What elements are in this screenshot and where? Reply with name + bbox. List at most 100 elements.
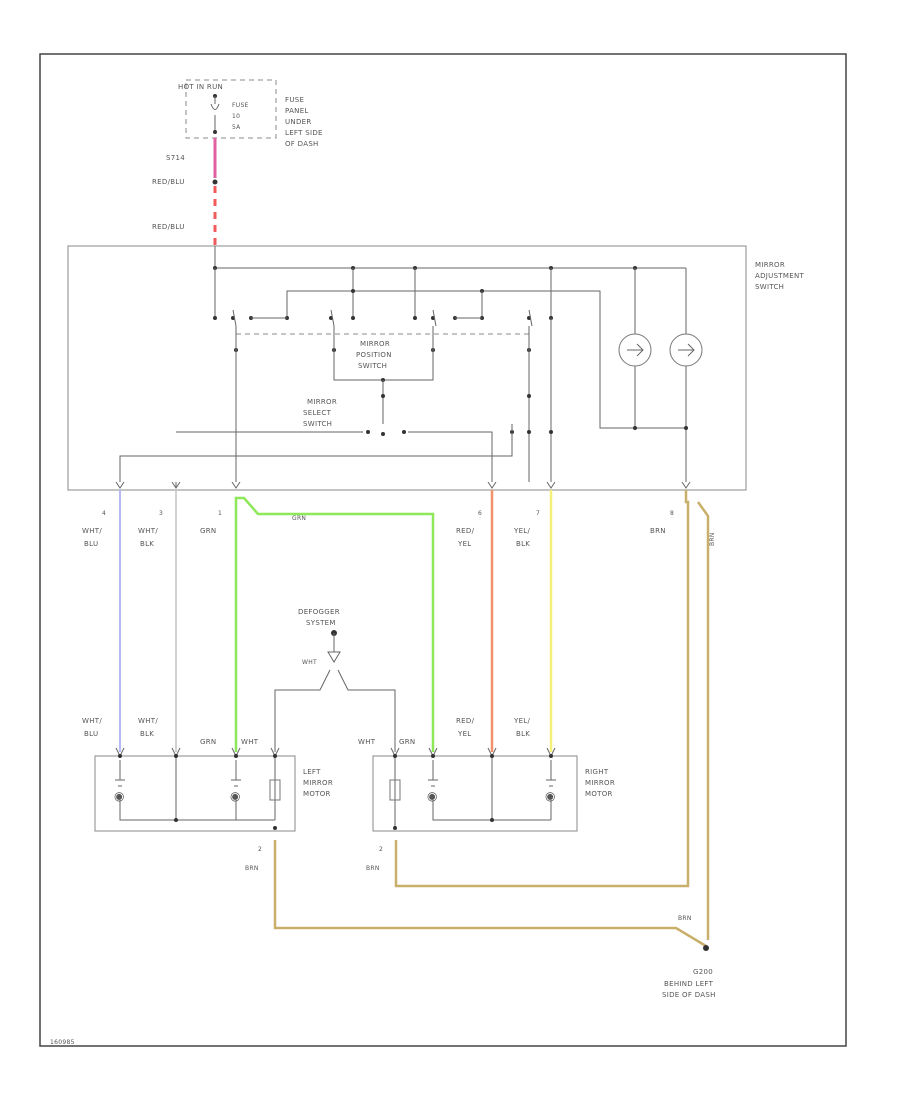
svg-text:WHT/: WHT/	[82, 717, 102, 725]
svg-text:BRN: BRN	[366, 865, 380, 872]
svg-text:BLK: BLK	[516, 730, 530, 738]
pin-7-number: 7	[536, 510, 540, 517]
ground-location-1: BEHIND LEFT	[664, 980, 714, 988]
svg-text:2: 2	[379, 846, 383, 853]
svg-text:WHT: WHT	[241, 738, 259, 746]
pin-8-number: 8	[670, 510, 674, 517]
svg-text:SELECT: SELECT	[303, 409, 332, 417]
fuse-block: HOT IN RUN FUSE 10 5A	[178, 79, 277, 139]
mirror-select-switch-label: MIRROR SELECT SWITCH	[303, 398, 337, 428]
feed-wires: S714 RED/BLU RED/BLU	[152, 138, 218, 246]
diagram-id: 160985	[50, 1039, 75, 1046]
svg-text:UNDER: UNDER	[285, 118, 312, 126]
svg-text:BLU: BLU	[84, 540, 98, 548]
svg-text:POSITION: POSITION	[356, 351, 392, 359]
brn-riser-wire	[696, 501, 710, 940]
pin-labels: 4 WHT/ BLU 3 WHT/ BLK 1 GRN 6 RED/ YEL 7…	[82, 510, 716, 548]
left-mirror-motor-internals: ◉ ◉	[114, 747, 281, 830]
pin-7-color: YEL/	[513, 527, 530, 535]
feed-wire-label-2: RED/BLU	[152, 223, 185, 231]
svg-text:YEL/: YEL/	[513, 717, 530, 725]
svg-text:BRN: BRN	[245, 865, 259, 872]
right-mirror-motor-label: RIGHT MIRROR MOTOR	[585, 768, 615, 798]
ground-location-2: SIDE OF DASH	[662, 991, 716, 999]
svg-text:FUSE: FUSE	[285, 96, 304, 104]
fuse-rating: 5A	[232, 124, 241, 131]
svg-text:MIRROR: MIRROR	[360, 340, 390, 348]
ground-id: G200	[693, 968, 713, 976]
diagram-frame	[39, 53, 847, 1047]
brn-ground-wire	[273, 840, 707, 948]
left-mirror-motor-label: LEFT MIRROR MOTOR	[303, 768, 333, 798]
svg-text:◉: ◉	[545, 789, 555, 803]
svg-text:YEL: YEL	[457, 540, 472, 548]
switch-internal-wiring	[119, 246, 688, 488]
svg-text:GRN: GRN	[200, 738, 216, 746]
svg-text:SWITCH: SWITCH	[755, 283, 784, 291]
indicator-lamp-left	[618, 333, 652, 367]
svg-text:MOTOR: MOTOR	[303, 790, 331, 798]
pin-3-color: WHT/	[138, 527, 158, 535]
splice-label: S714	[166, 154, 185, 162]
left-motor-wire-labels: WHT/ BLU WHT/ BLK GRN WHT 2 BRN	[82, 717, 262, 872]
svg-text:BLK: BLK	[140, 540, 154, 548]
left-mirror-motor-box	[94, 755, 296, 832]
right-motor-wire-labels: WHT GRN RED/ YEL YEL/ BLK 2 BRN	[358, 717, 530, 872]
grn-jumper-label: GRN	[292, 515, 306, 522]
switch-connector-pins	[115, 481, 691, 489]
svg-text:RIGHT: RIGHT	[585, 768, 609, 776]
svg-text:GRN: GRN	[399, 738, 415, 746]
ground-g200: BRN G200 BEHIND LEFT SIDE OF DASH	[662, 915, 716, 999]
brn-riser-label: BRN	[709, 532, 716, 546]
svg-text:WHT/: WHT/	[138, 717, 158, 725]
svg-text:SWITCH: SWITCH	[303, 420, 332, 428]
indicator-lamp-right	[669, 333, 703, 367]
svg-text:2: 2	[258, 846, 262, 853]
mirror-adjustment-switch-label: MIRROR ADJUSTMENT SWITCH	[755, 261, 804, 291]
ground-wire-label: BRN	[678, 915, 692, 922]
fuse-location-label: FUSE PANEL UNDER LEFT SIDE OF DASH	[285, 96, 323, 148]
right-mirror-motor-internals: ◉ ◉	[389, 747, 556, 830]
svg-text:SWITCH: SWITCH	[358, 362, 387, 370]
svg-text:◉: ◉	[427, 789, 437, 803]
svg-text:DEFOGGER: DEFOGGER	[298, 608, 340, 616]
svg-text:MOTOR: MOTOR	[585, 790, 613, 798]
mirror-position-switch-label: MIRROR POSITION SWITCH	[356, 340, 392, 370]
pin-8-color: BRN	[650, 527, 666, 535]
pin-3-number: 3	[159, 510, 163, 517]
right-mirror-motor-box	[372, 755, 578, 832]
svg-text:SYSTEM: SYSTEM	[306, 619, 336, 627]
svg-text:RED/: RED/	[456, 717, 475, 725]
svg-text:MIRROR: MIRROR	[755, 261, 785, 269]
svg-text:◉: ◉	[114, 789, 124, 803]
harness-wires	[119, 490, 710, 948]
svg-text:LEFT: LEFT	[303, 768, 321, 776]
brn-main-wire	[394, 490, 690, 888]
svg-text:BLK: BLK	[140, 730, 154, 738]
pin-1-color: GRN	[200, 527, 216, 535]
fuse-number: 10	[232, 113, 240, 120]
mirror-adjustment-switch-box	[67, 245, 747, 491]
svg-text:YEL: YEL	[457, 730, 472, 738]
fuse-label: FUSE	[232, 102, 249, 109]
pin-6-number: 6	[478, 510, 482, 517]
svg-text:MIRROR: MIRROR	[307, 398, 337, 406]
svg-text:MIRROR: MIRROR	[303, 779, 333, 787]
grn-wire	[234, 496, 435, 752]
pin-4-color: WHT/	[82, 527, 102, 535]
defogger-wire-label: WHT	[302, 659, 317, 666]
svg-text:LEFT SIDE: LEFT SIDE	[285, 129, 323, 137]
svg-text:ADJUSTMENT: ADJUSTMENT	[755, 272, 804, 280]
svg-text:OF DASH: OF DASH	[285, 140, 319, 148]
feed-wire-label-1: RED/BLU	[152, 178, 185, 186]
svg-text:PANEL: PANEL	[285, 107, 309, 115]
pin-6-color: RED/	[456, 527, 475, 535]
svg-text:BLU: BLU	[84, 730, 98, 738]
pin-1-number: 1	[218, 510, 222, 517]
fuse-hot-label: HOT IN RUN	[178, 83, 223, 91]
svg-text:◉: ◉	[230, 789, 240, 803]
defogger-system: DEFOGGER SYSTEM WHT	[274, 608, 396, 752]
svg-text:BLK: BLK	[516, 540, 530, 548]
pin-4-number: 4	[102, 510, 106, 517]
